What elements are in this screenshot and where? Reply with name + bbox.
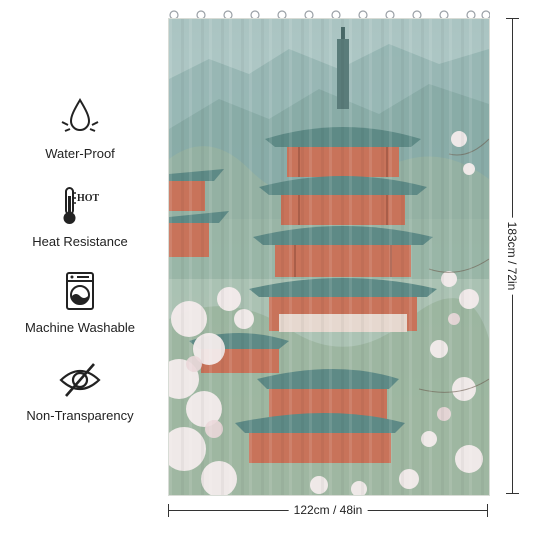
height-dimension: 183cm / 72in: [500, 18, 530, 494]
feature-label: Heat Resistance: [32, 234, 128, 249]
thermometer-hot-icon: HOT: [63, 187, 100, 224]
height-label: 183cm / 72in: [503, 217, 521, 295]
feature-label: Machine Washable: [24, 320, 136, 335]
height-dimension-tick-top: [506, 18, 519, 19]
shower-curtain-image: [168, 18, 490, 496]
feature-machine-washable: Machine Washable: [10, 270, 150, 335]
width-dimension-tick-right: [487, 504, 488, 517]
feature-label: Water-Proof: [45, 146, 115, 161]
feature-water-proof: Water-Proof: [10, 96, 150, 161]
feature-label: Non-Transparency: [26, 408, 134, 423]
feature-non-transparency: Non-Transparency: [10, 358, 150, 423]
hot-icon-text: HOT: [77, 193, 100, 204]
width-dimension: 122cm / 48in: [168, 500, 488, 524]
height-dimension-tick-bottom: [506, 493, 519, 494]
washing-machine-icon: [66, 272, 94, 310]
water-drop-icon: [61, 98, 99, 132]
width-label: 122cm / 48in: [288, 503, 368, 517]
feature-heat-resistance: HOT Heat Resistance: [10, 184, 150, 249]
eye-slash-icon: [59, 363, 101, 397]
width-dimension-tick-left: [168, 504, 169, 517]
